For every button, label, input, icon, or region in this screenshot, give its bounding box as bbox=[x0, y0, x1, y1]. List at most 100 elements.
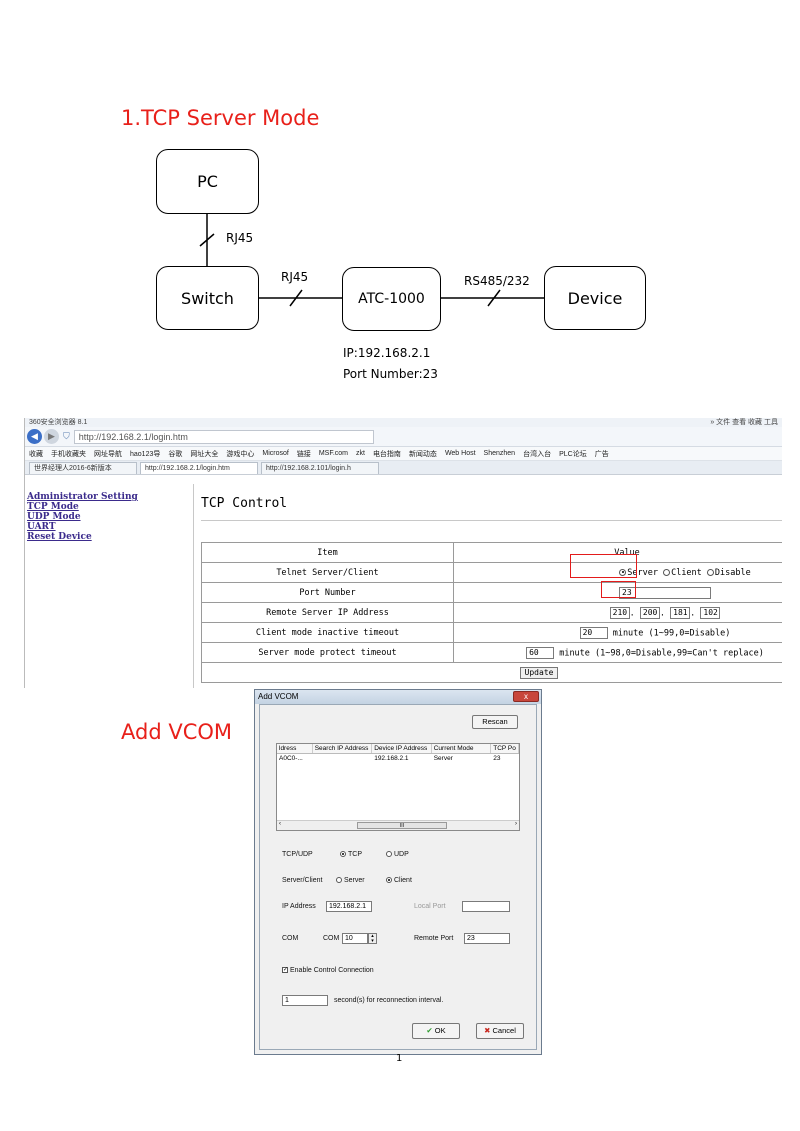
col-header[interactable]: Device IP Address bbox=[372, 744, 432, 753]
update-button[interactable]: Update bbox=[519, 666, 559, 679]
radio-tcp[interactable]: TCP bbox=[340, 851, 362, 858]
highlight-port-number bbox=[601, 581, 636, 598]
bookmark-item[interactable]: 台湾入台 bbox=[523, 450, 552, 458]
bookmark-item[interactable]: 收藏 bbox=[29, 450, 43, 458]
radio-server-dot[interactable] bbox=[336, 877, 342, 884]
sidebar-item-uart[interactable]: UART bbox=[27, 522, 56, 532]
bookmark-item[interactable]: PLC论坛 bbox=[559, 450, 587, 458]
table-row: Server mode protect timeout 60 minute (1… bbox=[201, 642, 782, 663]
sidebar-item-udp-mode[interactable]: UDP Mode bbox=[27, 512, 81, 522]
row-label-server-timeout: Server mode protect timeout bbox=[201, 642, 454, 663]
link-atc-device-tick bbox=[487, 289, 501, 307]
ip-octet-2-input[interactable]: 200 bbox=[639, 606, 660, 619]
col-header[interactable]: Current Mode bbox=[432, 744, 492, 753]
scroll-thumb[interactable]: III bbox=[357, 822, 447, 829]
add-vcom-dialog: Add VCOM x Rescan ldress Search IP Addre… bbox=[254, 689, 542, 1055]
label-rj45-switch: RJ45 bbox=[281, 270, 309, 284]
bookmark-item[interactable]: 网址导航 bbox=[94, 450, 122, 458]
radio-client[interactable]: Client bbox=[386, 877, 412, 884]
table-row: Client mode inactive timeout 20 minute (… bbox=[201, 622, 782, 643]
forward-icon[interactable]: ▶ bbox=[44, 429, 59, 444]
scroll-right-icon[interactable]: › bbox=[515, 821, 517, 827]
radio-server[interactable]: Server bbox=[336, 877, 365, 884]
dialog-titlebar: Add VCOM x bbox=[255, 690, 541, 704]
device-list[interactable]: ldress Search IP Address Device IP Addre… bbox=[276, 743, 520, 831]
reconnect-interval-label: second(s) for reconnection interval. bbox=[334, 997, 444, 1004]
com-stepper[interactable]: ▴▾ bbox=[368, 933, 377, 944]
remote-port-input[interactable]: 23 bbox=[464, 933, 510, 944]
ip-octet-4-input[interactable]: 102 bbox=[700, 606, 721, 619]
radio-tcp-dot[interactable] bbox=[340, 851, 346, 858]
row-label-port: Port Number bbox=[201, 582, 454, 603]
tab-3[interactable]: http://192.168.2.101/login.h bbox=[261, 462, 379, 474]
port-number-input[interactable]: 23 bbox=[619, 586, 711, 599]
com-number-input[interactable]: 10 bbox=[342, 933, 368, 944]
client-timeout-input[interactable]: 20 bbox=[579, 626, 608, 639]
bookmark-item[interactable]: Shenzhen bbox=[483, 450, 516, 457]
server-timeout-input[interactable]: 60 bbox=[526, 646, 555, 659]
update-cell: Update bbox=[201, 662, 782, 683]
sidebar-item-reset-device[interactable]: Reset Device bbox=[27, 532, 92, 542]
radio-disable[interactable] bbox=[706, 568, 714, 576]
local-port-label: Local Port bbox=[414, 903, 446, 910]
col-header[interactable]: ldress bbox=[277, 744, 313, 753]
checkbox-checked-icon[interactable]: ✓ bbox=[282, 967, 289, 974]
bookmark-item[interactable]: 广告 bbox=[594, 450, 609, 458]
col-header[interactable]: TCP Po bbox=[491, 744, 519, 753]
ip-octet-3-input[interactable]: 181 bbox=[670, 606, 691, 619]
reconnect-interval-input[interactable]: 1 bbox=[282, 995, 328, 1006]
rescan-button[interactable]: Rescan bbox=[472, 715, 518, 729]
node-atc-1000: ATC-1000 bbox=[342, 267, 441, 331]
device-list-header: ldress Search IP Address Device IP Addre… bbox=[277, 744, 519, 754]
back-icon[interactable]: ◀ bbox=[27, 429, 42, 444]
enable-control-checkbox[interactable]: ✓Enable Control Connection bbox=[282, 967, 374, 974]
bookmark-item[interactable]: 谷歌 bbox=[168, 450, 183, 458]
bookmark-item[interactable]: Microsof bbox=[262, 450, 289, 457]
enable-control-label: Enable Control Connection bbox=[290, 967, 374, 974]
row-label-telnet: Telnet Server/Client bbox=[201, 562, 454, 583]
diagram-lines bbox=[199, 214, 545, 307]
bookmark-item[interactable]: 游戏中心 bbox=[226, 450, 255, 458]
radio-client-dot[interactable] bbox=[386, 877, 392, 884]
bookmark-item[interactable]: 手机收藏夹 bbox=[51, 450, 86, 458]
com-label: COM bbox=[282, 935, 299, 942]
radio-udp[interactable]: UDP bbox=[386, 851, 409, 858]
node-switch: Switch bbox=[156, 266, 259, 330]
tab-2[interactable]: http://192.168.2.1/login.htm bbox=[140, 462, 258, 474]
ip-address-input[interactable]: 192.168.2.1 bbox=[326, 901, 372, 912]
close-icon[interactable]: x bbox=[513, 691, 539, 702]
sidebar-divider bbox=[193, 484, 194, 688]
highlight-server-mode bbox=[570, 554, 637, 578]
bookmark-item[interactable]: 网址大全 bbox=[190, 450, 219, 458]
bookmark-item[interactable]: hao123导 bbox=[130, 450, 161, 458]
dialog-title: Add VCOM bbox=[258, 692, 299, 701]
sidebar-item-administrator-setting[interactable]: Administrator Setting bbox=[27, 492, 138, 502]
bookmark-item[interactable]: 新闻动态 bbox=[408, 450, 437, 458]
col-header[interactable]: Search IP Address bbox=[313, 744, 373, 753]
browser-menu[interactable]: » 文件 查看 收藏 工具 bbox=[710, 419, 778, 426]
sidebar-item-tcp-mode[interactable]: TCP Mode bbox=[27, 502, 79, 512]
horizontal-scrollbar[interactable]: ‹ III › bbox=[277, 820, 519, 830]
tab-1[interactable]: 世界经理人2016-6新版本 bbox=[29, 462, 137, 474]
bookmark-item[interactable]: 电台指南 bbox=[372, 450, 401, 458]
radio-udp-dot[interactable] bbox=[386, 851, 392, 858]
radio-server-label: Server bbox=[344, 877, 365, 884]
radio-udp-label: UDP bbox=[394, 851, 409, 858]
radio-server[interactable] bbox=[619, 568, 627, 576]
node-pc: PC bbox=[156, 149, 259, 214]
bookmark-item[interactable]: 链接 bbox=[296, 450, 311, 458]
address-input[interactable]: http://192.168.2.1/login.htm bbox=[73, 429, 374, 444]
scroll-left-icon[interactable]: ‹ bbox=[279, 821, 281, 827]
local-port-input[interactable] bbox=[462, 901, 510, 912]
bookmark-item[interactable]: MSF.com bbox=[318, 450, 348, 457]
page-number: 1 bbox=[396, 1053, 403, 1064]
cancel-button[interactable]: ✖ Cancel bbox=[476, 1023, 524, 1039]
radio-client[interactable] bbox=[663, 568, 671, 576]
bookmark-item[interactable]: zkt bbox=[355, 450, 365, 457]
ip-octet-1-input[interactable]: 210 bbox=[609, 606, 630, 619]
link-switch-atc-tick bbox=[289, 289, 303, 307]
ok-button[interactable]: ✔ OK bbox=[412, 1023, 460, 1039]
bookmark-item[interactable]: Web Host bbox=[444, 450, 476, 457]
table-row[interactable]: A0C0-... 192.168.2.1 Server 23 bbox=[277, 754, 519, 764]
ok-label: OK bbox=[434, 1026, 446, 1035]
